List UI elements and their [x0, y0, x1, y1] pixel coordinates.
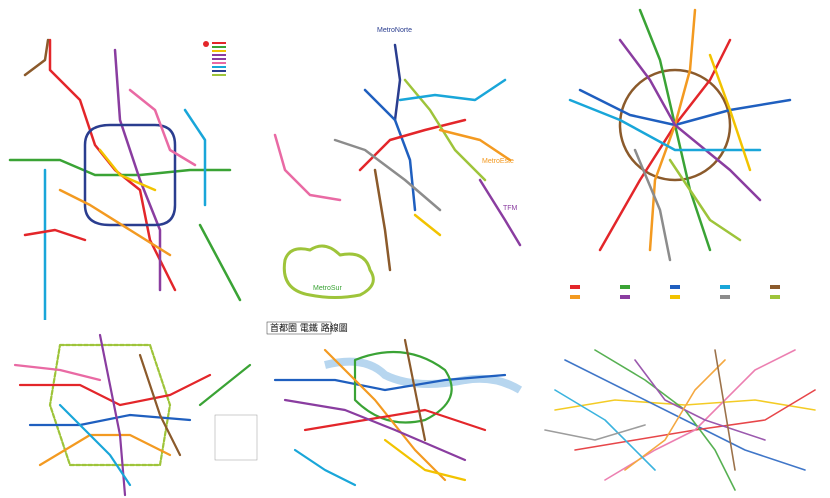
- label-tfm: TFM: [503, 205, 518, 212]
- line-yellow: [554, 399, 816, 411]
- map-bottom-center: 首都圈 電鐵 路線圖: [265, 320, 525, 498]
- legend-box: [214, 414, 258, 461]
- line-green-loop: [48, 343, 172, 467]
- line-orange: [624, 359, 726, 471]
- line-loop: [83, 123, 177, 227]
- line-purple: [113, 48, 162, 292]
- line-cyan: [183, 108, 207, 207]
- legend: [570, 285, 780, 299]
- map-title: 首都圈 電鐵 路線圖: [270, 322, 348, 334]
- map-top-right: [560, 0, 830, 310]
- line-purple: [618, 38, 762, 202]
- map-top-center-svg: MetroNorte MetroEste TFM MetroSur: [273, 27, 522, 299]
- line-pink: [273, 133, 342, 202]
- line-orange: [648, 8, 697, 252]
- line-pink: [128, 88, 197, 167]
- line-yellow: [708, 53, 752, 172]
- line-brown: [714, 349, 736, 471]
- line-red: [358, 118, 467, 172]
- line-green: [353, 350, 453, 424]
- ring-line: [618, 68, 732, 182]
- line-metrosur: [282, 244, 375, 299]
- line-gray: [633, 148, 672, 262]
- river: [324, 357, 523, 394]
- map-bottom-left: [0, 325, 260, 498]
- line-red: [18, 373, 212, 407]
- line-orange: [438, 128, 512, 162]
- label-metronorte: MetroNorte: [377, 27, 412, 34]
- label-metroeste: MetroEste: [482, 158, 514, 165]
- line-cyan: [568, 98, 762, 152]
- line-purple: [98, 333, 127, 497]
- line-green: [638, 8, 712, 252]
- map-top-left: [0, 30, 260, 320]
- line-pink: [604, 349, 796, 481]
- line-metronorte: [393, 43, 402, 122]
- line-brown: [373, 168, 392, 272]
- line-purple: [478, 178, 522, 247]
- line-brown: [403, 338, 427, 442]
- line-lime: [668, 158, 742, 242]
- line-brown: [138, 353, 182, 457]
- line-blue: [273, 373, 507, 392]
- line-blue: [578, 88, 792, 127]
- map-top-left-svg: [8, 38, 242, 320]
- line-orange: [323, 348, 447, 482]
- map-bottom-right-svg: [544, 349, 816, 491]
- line-yellow: [413, 213, 442, 237]
- line-cyan: [398, 78, 507, 102]
- map-top-right-svg: [568, 8, 792, 299]
- line-lime: [198, 363, 252, 407]
- map-bottom-left-svg: [13, 333, 258, 497]
- label-metrosur: MetroSur: [313, 285, 342, 292]
- line-gray: [333, 138, 442, 212]
- line-blue: [363, 88, 417, 212]
- map-top-center: MetroNorte MetroEste TFM MetroSur: [265, 0, 545, 300]
- line-blue: [28, 413, 192, 427]
- line-cyan: [554, 389, 656, 471]
- line-purple: [634, 359, 766, 441]
- line-orange: [38, 433, 172, 467]
- line-orange: [58, 188, 172, 257]
- line-purple: [283, 398, 467, 462]
- legend: [203, 41, 226, 76]
- line-gray: [544, 424, 646, 441]
- line-cyan: [293, 448, 357, 487]
- line-yellow: [383, 438, 467, 482]
- map-bottom-center-svg: 首都圈 電鐵 路線圖: [266, 321, 523, 487]
- line-red2: [23, 228, 87, 242]
- line-green: [8, 158, 232, 177]
- line-red: [574, 389, 816, 451]
- map-bottom-right: [535, 330, 830, 498]
- line-red: [303, 408, 487, 432]
- line-lime: [198, 223, 242, 302]
- line-yellow: [98, 148, 157, 192]
- line-cyan: [58, 403, 132, 487]
- line-pink: [13, 363, 102, 382]
- line-brown: [23, 38, 50, 77]
- line-blue: [564, 359, 806, 471]
